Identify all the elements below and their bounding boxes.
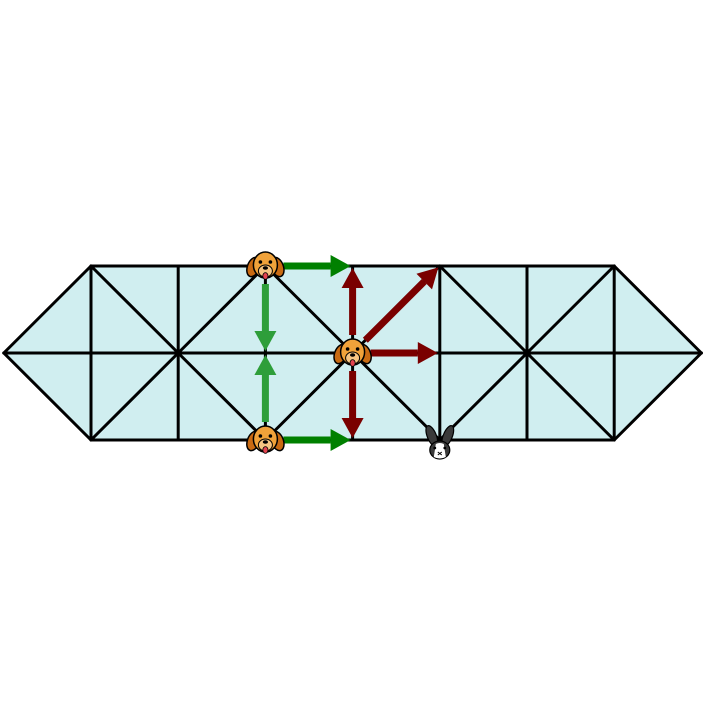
rabbit-piece[interactable] [424,424,457,460]
move-arrow-bottom-dog-right[interactable] [283,429,351,451]
board-edge [612,264,703,355]
move-arrow-middle-dog-up[interactable] [341,268,364,335]
board-edge [525,351,616,442]
board-edge [176,264,267,355]
dog-piece-bottom[interactable] [244,425,286,454]
move-arrow-bottom-dog-up[interactable] [254,355,277,422]
board-edge [263,264,355,355]
board-edge [438,264,529,355]
move-arrow-middle-dog-upright[interactable] [362,267,439,343]
board-edge [2,351,93,442]
dog-piece-middle[interactable] [332,338,374,367]
move-arrow-middle-dog-right[interactable] [370,342,438,364]
board-edge [351,351,442,442]
move-arrows [254,255,439,451]
board-edge [612,351,703,442]
board-edge [89,351,180,442]
pieces [244,251,457,460]
board-edge [176,351,267,442]
move-arrow-top-dog-down[interactable] [254,284,277,351]
board-edge [2,264,93,355]
dog-piece-top[interactable] [244,251,286,280]
move-arrow-top-dog-right[interactable] [283,255,351,277]
board-edge [438,351,529,442]
board-edge [89,264,180,355]
board-edge [263,351,355,442]
board-edge [525,264,616,355]
move-arrow-middle-dog-down[interactable] [341,371,364,438]
